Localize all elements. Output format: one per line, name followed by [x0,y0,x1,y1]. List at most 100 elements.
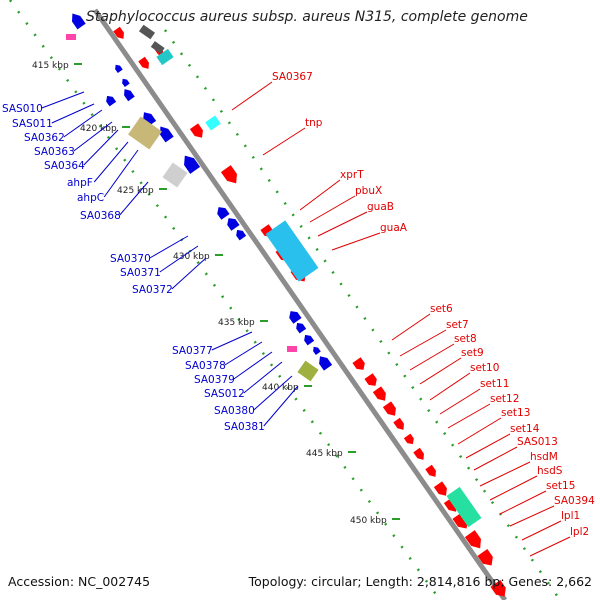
reverse-gene-label: SA0368 [80,210,121,222]
forward-gene-arrow [403,433,414,445]
reverse-leader-line [73,121,113,152]
reverse-gene-arrow-shape [236,229,247,241]
ahp-operon-box [128,116,162,150]
kbp-tick-label: 435 kbp [218,318,255,328]
forward-leader-line [489,475,538,501]
forward-leader-line [231,81,273,111]
forward-gene-label: set10 [470,362,499,374]
reverse-gene-arrow [71,13,86,30]
forward-leader-line [479,461,531,487]
reverse-gene-label: ahpC [77,192,104,204]
forward-gene-label: hsdS [537,465,563,477]
forward-gene-arrow [138,56,149,69]
forward-gene-arrow-shape [433,481,447,496]
kbp-tick-label: 450 kbp [350,516,387,526]
forward-leader-line [409,343,455,371]
forward-gene-label: set6 [430,303,453,315]
reverse-gene-label: SA0370 [110,253,151,265]
dark-feature-box [150,41,165,54]
reverse-leader-line [83,129,119,166]
forward-gene-label: set9 [461,347,484,359]
forward-gene-label: lpl2 [570,526,589,538]
reverse-leader-line [51,103,95,124]
reverse-gene-label: SA0378 [185,360,226,372]
reverse-gene-arrow [122,78,130,87]
forward-gene-arrow-shape [393,417,404,430]
reverse-gene-arrow [217,207,230,220]
reverse-gene-arrow-shape [296,322,307,334]
forward-leader-line [473,446,518,471]
genome-summary-text: Topology: circular; Length: 2,814,816 bp… [248,574,592,589]
forward-gene-arrow-shape [403,433,414,445]
forward-gene-label: lpl1 [561,510,580,522]
forward-gene-label: xprT [340,169,364,181]
kbp-tick-label: 440 kbp [262,383,299,393]
reverse-gene-label: SAS010 [2,103,43,115]
reverse-leader-line [63,109,103,138]
forward-gene-arrow [382,401,396,416]
forward-gene-label: hsdM [530,451,558,463]
reverse-leader-line [253,375,293,411]
reverse-gene-arrow-shape [184,155,201,174]
reverse-gene-arrow-shape [289,311,302,324]
reverse-leader-line [233,351,273,380]
forward-gene-arrow-shape [490,580,506,597]
forward-gene-arrow-shape [382,401,396,416]
hsd-feature-box [446,486,482,528]
reverse-gene-arrow [227,218,240,231]
reverse-leader-line [171,257,207,290]
forward-gene-arrow [220,165,237,184]
forward-gene-label: set12 [490,393,519,405]
forward-gene-arrow-shape [477,549,493,566]
reverse-gene-arrow [124,89,135,102]
forward-leader-line [309,195,356,223]
reverse-gene-arrow [313,346,321,355]
reverse-gene-label: ahpF [67,177,93,189]
forward-gene-arrow [477,549,493,566]
forward-gene-arrow [464,530,481,549]
forward-leader-line [262,127,306,156]
olive-feature-box [297,360,319,382]
forward-gene-label: SA0394 [554,495,595,507]
reverse-gene-arrow-shape [217,207,230,220]
forward-gene-arrow [490,580,506,597]
reverse-gene-label: SA0377 [172,345,213,357]
forward-gene-label: set13 [501,407,530,419]
forward-leader-line [429,372,471,401]
reverse-gene-arrow-shape [227,218,240,231]
forward-gene-arrow [364,373,377,386]
reverse-leader-line [93,141,129,183]
reverse-gene-label: SA0381 [224,421,265,433]
reverse-gene-arrow-shape [122,78,130,87]
forward-gene-arrow-shape [220,165,237,184]
forward-gene-arrow-shape [464,530,481,549]
forward-leader-line [399,329,447,357]
forward-gene-label: SA0367 [272,71,313,83]
reverse-gene-label: SA0379 [194,374,235,386]
reverse-gene-arrow [159,126,174,143]
gua-operon-box [265,220,319,282]
forward-leader-line [529,536,571,557]
forward-gene-arrow-shape [425,464,436,477]
reverse-gene-label: SA0363 [34,146,75,158]
reverse-gene-arrow-shape [71,13,86,30]
forward-leader-line [439,388,481,415]
forward-leader-line [457,417,502,445]
forward-leader-line [419,357,462,385]
reverse-gene-arrow-shape [304,334,315,346]
reverse-leader-line [263,385,299,427]
forward-leader-line [391,313,431,341]
forward-gene-label: set11 [480,378,509,390]
reverse-gene-arrow [304,334,315,346]
reverse-leader-line [149,235,189,259]
forward-gene-arrow-shape [189,123,203,138]
forward-leader-line [447,403,491,429]
reverse-leader-line [119,181,149,216]
kbp-tick-label: 430 kbp [173,252,210,262]
dark-feature-box [138,24,156,40]
cyan-feature-box [156,48,174,66]
reverse-gene-arrow-shape [159,126,174,143]
reverse-gene-arrow-shape [124,89,135,102]
